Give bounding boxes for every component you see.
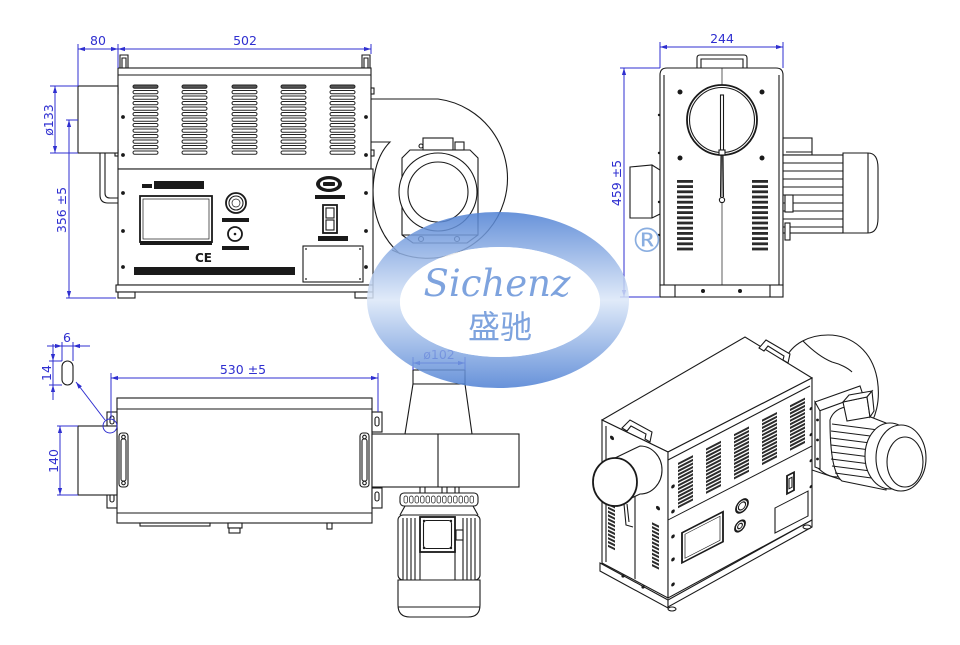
warning-label-bar: [134, 267, 295, 275]
bottom-nub: [326, 522, 333, 530]
watermark-brand-chinese: 盛驰: [468, 308, 532, 346]
ce-mark: CE: [195, 251, 212, 265]
housing-studs: [419, 487, 460, 493]
power-switch: [318, 204, 348, 241]
cable-gland: [455, 529, 464, 541]
scroll-housing: [371, 433, 520, 488]
watermark-ring: [366, 211, 629, 389]
display-caption-bar: [140, 241, 212, 245]
outlet-cone: [404, 383, 473, 435]
iso-foot: [802, 524, 812, 530]
nameplate: [302, 245, 364, 283]
brand-logo-plate: [315, 176, 345, 199]
motor-terminal-box: [419, 516, 456, 553]
display-label-bar: [142, 184, 152, 188]
motor-bracket: [784, 194, 794, 213]
dim-width: 244: [710, 31, 734, 46]
dim-body-length: 502: [233, 33, 257, 48]
dim-slot-height: 14: [39, 365, 54, 381]
bottom-fitting: [228, 527, 241, 534]
motor-bracket: [784, 222, 791, 241]
iso-foot: [667, 606, 677, 612]
flange-ring-bolts: [403, 495, 474, 504]
temperature-display: [139, 181, 213, 245]
isometric-view: [592, 334, 927, 612]
top-handle-left: [119, 54, 129, 68]
indicator-lamp: [222, 226, 249, 250]
dim-inlet-length: 80: [90, 33, 106, 48]
iso-motor-cap-front: [875, 424, 927, 492]
top-body: [116, 397, 373, 524]
dim-front-height: 356 ±5: [54, 187, 69, 233]
detail-circle: [102, 418, 118, 434]
dim-inlet-width: 140: [46, 449, 61, 473]
inlet-hose: [99, 153, 118, 204]
display-screen: [139, 195, 213, 243]
motor-fins: [402, 518, 476, 580]
registered-mark-icon: ®: [630, 221, 664, 261]
side-screws: [657, 89, 765, 237]
mounting-slot-detail: [61, 360, 74, 386]
top-handles: [118, 432, 370, 488]
outlet-duct: [629, 164, 661, 219]
display-screen-inner: [142, 198, 210, 240]
watermark-inner: [400, 247, 600, 357]
motor-flange-ring: [399, 492, 479, 507]
side-view: [629, 54, 879, 298]
base-plate: [115, 284, 374, 293]
iso-display: [681, 510, 724, 565]
blower-scroll-inner-curve: [371, 141, 401, 255]
iso-handle-rear: [758, 339, 791, 364]
iso-nameplate: [774, 490, 809, 534]
iso-handle-front: [621, 419, 653, 443]
front-view: CE: [77, 54, 509, 299]
iso-switch: [786, 470, 795, 496]
side-motor: [782, 137, 879, 241]
top-view: [61, 360, 383, 534]
bottom-strip: [139, 522, 211, 527]
bottom-fitting: [227, 522, 243, 529]
side-base: [659, 284, 784, 298]
dim-side-height: 459 ±5: [609, 160, 624, 206]
front-view-dimensions: 80 502 ø133 356 ±5: [41, 33, 372, 299]
flange-bolt: [418, 143, 424, 149]
iso-motor-cap-inner: [886, 436, 924, 488]
iso-front-panel: [668, 397, 813, 587]
iso-inlet-opening: [592, 457, 638, 507]
iso-damper-lever: [623, 503, 634, 528]
motor-finned-body: [782, 154, 844, 234]
cable-gland: [454, 141, 465, 151]
terminal-cap: [422, 137, 454, 151]
display-label-bar: [154, 181, 204, 189]
air-inlet-duct: [77, 85, 119, 154]
damper-lever: [718, 94, 726, 204]
motor-fan-cover: [397, 579, 481, 618]
top-handle-right: [361, 54, 371, 68]
watermark: Sichenz 盛驰 ®: [366, 211, 664, 389]
screws-lower: [121, 191, 368, 269]
dim-inlet-diameter: ø133: [41, 104, 56, 136]
foot-left: [117, 291, 136, 299]
motor-end-cap: [842, 152, 879, 234]
control-knob: [222, 192, 249, 222]
blower-top-view: [371, 369, 520, 618]
top-view-dimensions: 6 14 530 ±5 140: [39, 330, 379, 496]
screws-upper: [121, 115, 368, 157]
side-handle: [696, 54, 748, 68]
watermark-brand-latin: Sichenz: [424, 262, 571, 305]
top-inlet-duct: [77, 425, 118, 496]
dim-mount-spacing: 530 ±5: [220, 362, 266, 377]
dim-slot-width: 6: [63, 330, 71, 345]
detail-leader-line: [75, 381, 106, 421]
